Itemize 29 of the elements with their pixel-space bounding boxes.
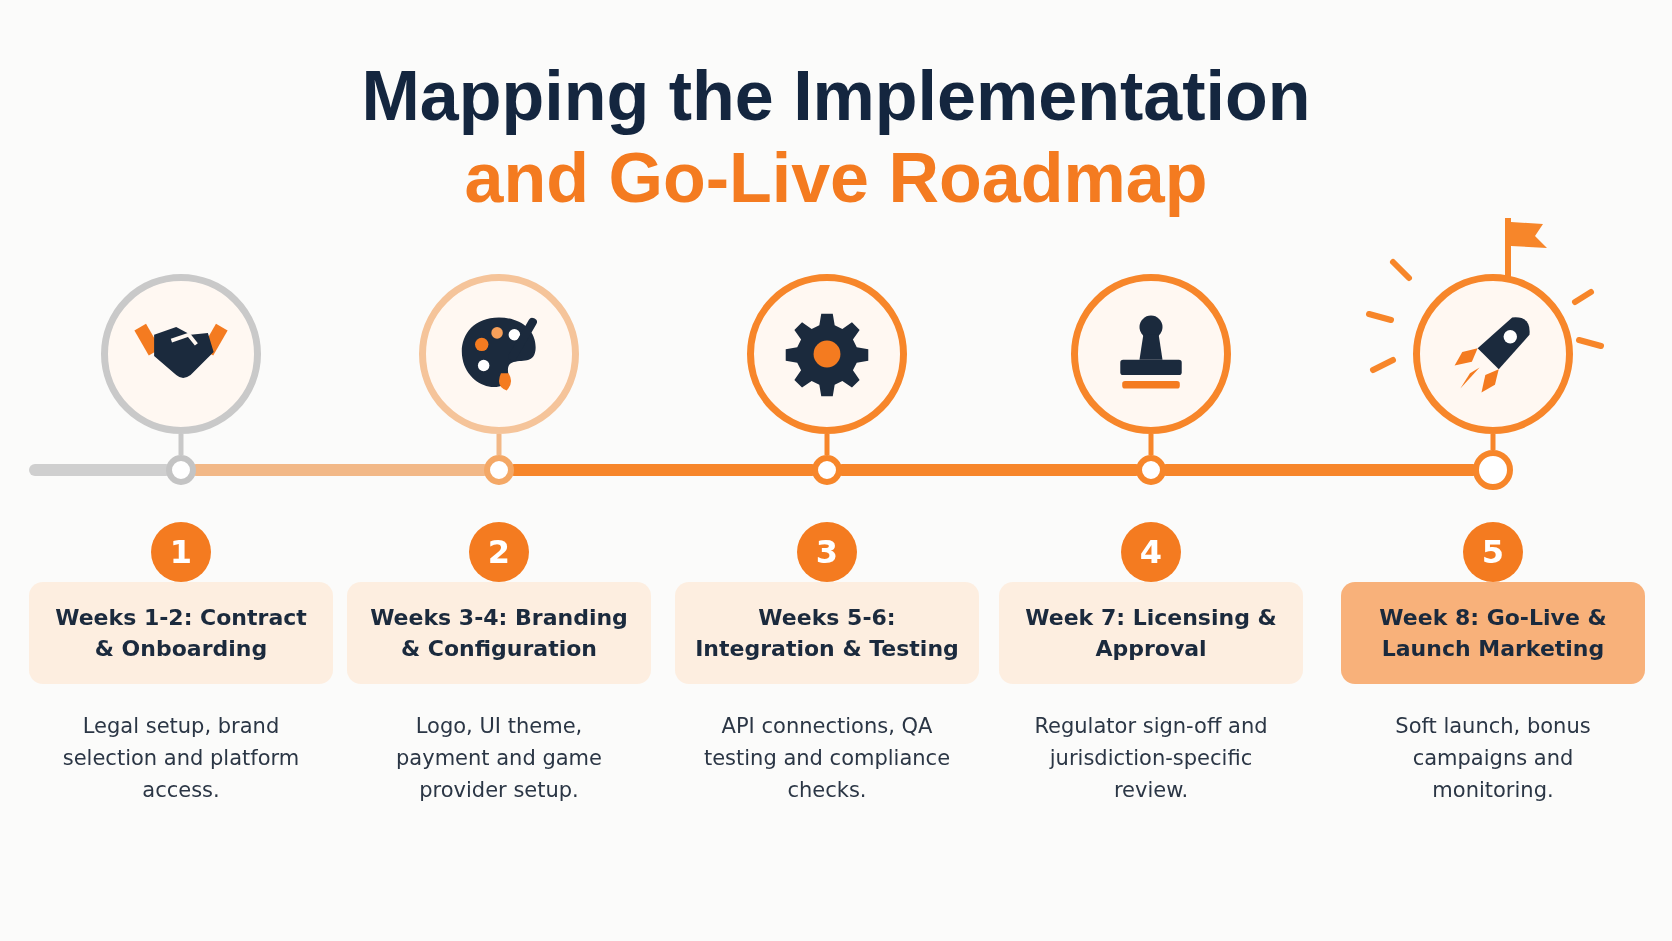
phase-card bbox=[999, 582, 1303, 684]
step-number: 4 bbox=[1121, 522, 1181, 582]
phase-description: Legal setup, brand selection and platform access. bbox=[61, 713, 301, 804]
connector-stem bbox=[1490, 434, 1496, 450]
connector-stem bbox=[496, 434, 502, 455]
step-number: 3 bbox=[797, 522, 857, 582]
step-number: 5 bbox=[1463, 522, 1523, 582]
step-number: 1 bbox=[151, 522, 211, 582]
connector-stem bbox=[824, 434, 830, 455]
connector-stem bbox=[178, 434, 184, 455]
phase-heading: Weeks 1-2: Contract & Onboarding bbox=[54, 604, 308, 663]
phase-description: API connections, QA testing and compliance checks. bbox=[702, 713, 952, 804]
step-number: 2 bbox=[469, 522, 529, 582]
phase-card bbox=[675, 582, 979, 684]
phase-description: Logo, UI theme, payment and game provider setup. bbox=[395, 713, 603, 804]
phase-heading: Week 7: Licensing & Approval bbox=[1024, 604, 1278, 663]
phase-card bbox=[29, 582, 333, 684]
timeline-dot bbox=[484, 455, 514, 485]
phase-heading: Weeks 5-6: Integration & Testing bbox=[694, 604, 960, 663]
timeline-dot bbox=[1473, 450, 1513, 490]
phase-card bbox=[347, 582, 651, 684]
phase-description: Regulator sign-off and jurisdiction-specific review. bbox=[1033, 713, 1269, 804]
phase-heading: Weeks 3-4: Branding & Configuration bbox=[369, 604, 629, 663]
title: Mapping the Implementation and Go-Live Roadmap bbox=[360, 56, 1312, 219]
phase-heading: Week 8: Go-Live & Launch Marketing bbox=[1378, 604, 1608, 663]
connector-stem bbox=[1148, 434, 1154, 455]
timeline-dot bbox=[166, 455, 196, 485]
phase-description: Soft launch, bonus campaigns and monitoring. bbox=[1394, 713, 1592, 804]
phase-card bbox=[1341, 582, 1645, 684]
